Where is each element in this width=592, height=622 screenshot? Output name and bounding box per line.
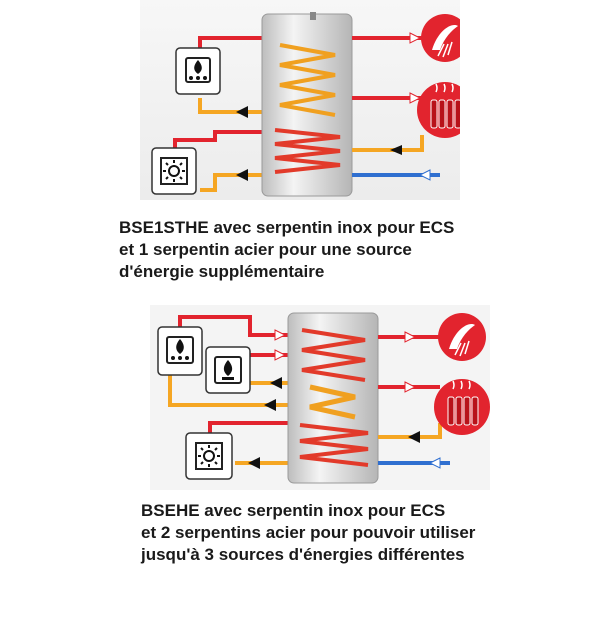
steel-coil-upper bbox=[301, 328, 366, 382]
pump-icon bbox=[236, 106, 248, 118]
shower-icon bbox=[438, 313, 486, 361]
tank-top-fitting bbox=[310, 12, 316, 20]
flame-boiler-icon bbox=[185, 57, 211, 83]
stainless-coil bbox=[279, 43, 336, 117]
solar-box bbox=[151, 147, 197, 195]
pump-icon bbox=[270, 377, 282, 389]
sun-icon bbox=[195, 442, 223, 470]
heating-return-pipe bbox=[352, 135, 424, 152]
arrow-out-icon bbox=[409, 32, 422, 44]
arrow-in-icon bbox=[418, 169, 431, 181]
flame-boiler-icon bbox=[166, 336, 194, 364]
pump-icon bbox=[248, 457, 260, 469]
arrow-in-icon bbox=[274, 329, 287, 341]
caption-line: BSE1STHE avec serpentin inox pour ECS bbox=[119, 218, 455, 237]
boiler-supply-pipe bbox=[198, 36, 270, 48]
arrow-out-icon bbox=[409, 92, 422, 104]
caption-line: et 1 serpentin acier pour une source bbox=[119, 240, 412, 259]
boiler-box bbox=[175, 47, 221, 95]
arrow-in-icon bbox=[274, 349, 287, 361]
arrow-in-icon bbox=[428, 457, 441, 469]
boiler-supply-pipe bbox=[178, 315, 290, 337]
arrow-out-icon bbox=[404, 381, 417, 393]
diagram-bsehe bbox=[150, 305, 490, 490]
radiator-icon bbox=[434, 379, 490, 435]
arrow-out-icon bbox=[404, 331, 417, 343]
solar-box bbox=[185, 432, 233, 480]
caption-diagram-1: BSE1STHE avec serpentin inox pour ECS et… bbox=[119, 217, 454, 283]
stainless-coil bbox=[309, 384, 356, 420]
radiator-icon bbox=[417, 82, 460, 138]
gas-boiler-box bbox=[205, 346, 251, 394]
caption-line: BSEHE avec serpentin inox pour ECS bbox=[141, 501, 446, 520]
pump-icon bbox=[408, 431, 420, 443]
caption-line: d'énergie supplémentaire bbox=[119, 262, 325, 281]
pump-icon bbox=[264, 399, 276, 411]
boiler-box bbox=[157, 326, 203, 376]
diagram-bse1sthe bbox=[140, 0, 460, 200]
steel-coil bbox=[274, 128, 341, 174]
steel-coil-lower bbox=[299, 423, 369, 467]
pump-icon bbox=[390, 145, 402, 155]
caption-diagram-2: BSEHE avec serpentin inox pour ECS et 2 … bbox=[141, 500, 475, 566]
caption-line: jusqu'à 3 sources d'énergies différentes bbox=[141, 545, 465, 564]
solar-supply-pipe bbox=[173, 130, 270, 152]
boiler-return-pipe bbox=[168, 375, 290, 407]
solar-supply-pipe bbox=[208, 421, 290, 435]
heating-return-pipe bbox=[378, 423, 442, 439]
caption-line: et 2 serpentins acier pour pouvoir utili… bbox=[141, 523, 476, 542]
sun-icon bbox=[160, 157, 188, 185]
pump-icon bbox=[236, 169, 248, 181]
shower-icon bbox=[421, 14, 460, 62]
gas-flame-icon bbox=[214, 356, 242, 384]
